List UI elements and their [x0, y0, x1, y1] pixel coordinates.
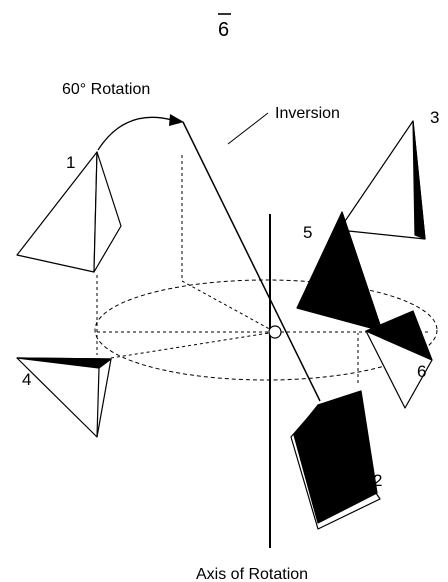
rotation-arrow [97, 116, 173, 151]
inversion-label: Inversion [275, 105, 340, 122]
tetrahedron-label-6: 6 [417, 362, 426, 381]
construction-lines [96, 155, 430, 383]
axis-caption: Axis of Rotation [196, 566, 308, 582]
rotation-label: 60° Rotation [62, 81, 150, 98]
tetrahedron-6 [365, 310, 433, 409]
tetrahedron-label-2: 2 [373, 471, 382, 490]
tetrahedron-label-3: 3 [430, 108, 439, 127]
inversion-line [182, 121, 321, 402]
tetrahedron-1 [16, 151, 122, 273]
inversion-centre [268, 325, 282, 339]
symbol-title: 6 [218, 19, 229, 41]
tetrahedron-4 [16, 357, 112, 438]
rotation-circle [94, 279, 438, 381]
tetrahedron-3 [338, 120, 426, 240]
tetrahedron-5 [296, 211, 383, 332]
tetrahedron-label-1: 1 [66, 153, 75, 172]
inversion-leader [227, 112, 269, 145]
tetrahedron-label-4: 4 [22, 370, 31, 389]
tetrahedron-label-5: 5 [303, 223, 312, 242]
tetrahedron-2 [290, 390, 381, 530]
rotation-arrowhead [169, 114, 184, 126]
